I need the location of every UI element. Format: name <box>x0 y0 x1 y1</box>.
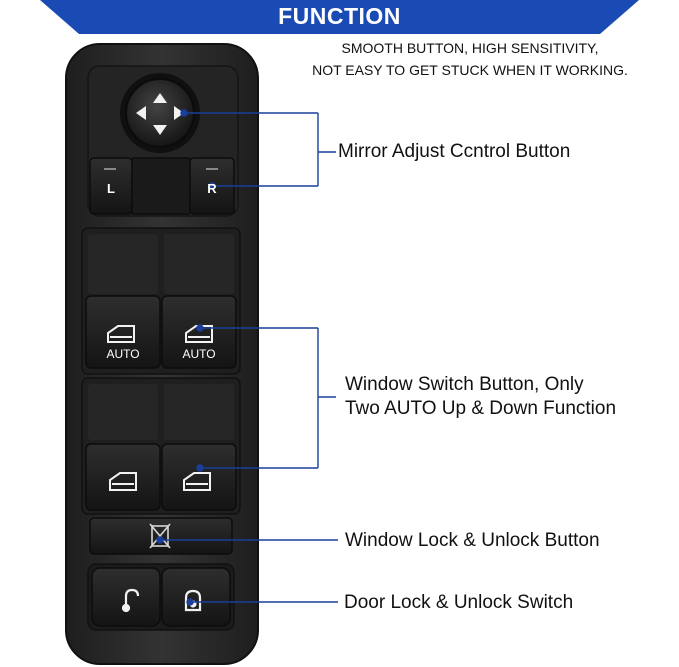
mirror-left-label: L <box>107 181 115 196</box>
header-banner <box>40 0 639 34</box>
arrow-right-icon <box>174 106 184 120</box>
callout-window-lock: Window Lock & Unlock Button <box>345 530 600 551</box>
window-icon <box>183 472 211 491</box>
rear-left-window-button[interactable] <box>85 443 161 511</box>
subtitle-line-2: NOT EASY TO GET STUCK WHEN IT WORKING. <box>312 62 628 78</box>
door-lock-button[interactable] <box>161 567 231 627</box>
window-icon <box>109 472 137 491</box>
mirror-right-label: R <box>207 181 217 196</box>
callout-door-lock: Door Lock & Unlock Switch <box>344 592 574 613</box>
unlock-icon <box>121 588 140 613</box>
window-icon <box>107 325 135 343</box>
callout-window-line-1: Window Switch Button, Only <box>345 374 584 395</box>
auto-label-front-left: AUTO <box>106 347 140 361</box>
front-right-window-button[interactable] <box>161 295 237 369</box>
front-left-window-button[interactable] <box>85 295 161 369</box>
window-lock-icon <box>149 523 171 549</box>
arrow-up-icon <box>153 93 167 103</box>
rear-right-window-button[interactable] <box>161 443 237 511</box>
arrow-left-icon <box>136 106 146 120</box>
indicator-right-icon <box>206 168 218 170</box>
callout-window-line-2: Two AUTO Up & Down Function <box>345 398 617 419</box>
indicator-left-icon <box>104 168 116 170</box>
window-icon <box>185 325 213 343</box>
page-title: FUNCTION <box>278 3 401 29</box>
arrow-down-icon <box>153 125 167 135</box>
callout-mirror: Mirror Adjust Ccntrol Button <box>338 141 571 162</box>
callout-lines <box>156 109 338 606</box>
subtitle-line-1: SMOOTH BUTTON, HIGH SENSITIVITY, <box>341 40 599 56</box>
mirror-select-center[interactable] <box>131 157 191 215</box>
auto-label-front-right: AUTO <box>182 347 216 361</box>
